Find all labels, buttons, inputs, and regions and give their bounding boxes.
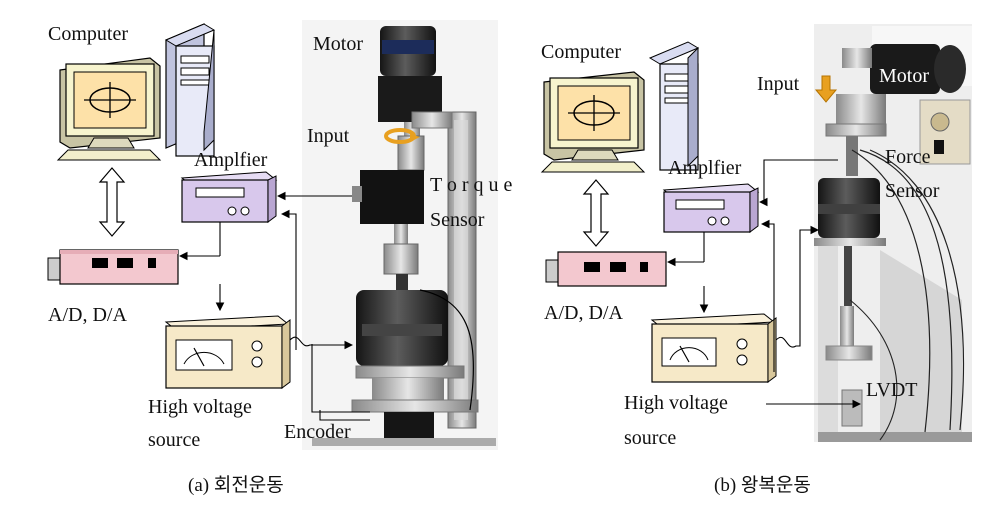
bidirectional-arrow-icon [582, 179, 610, 247]
torque-sensor-label-line1: T o r q u e [430, 174, 513, 196]
reciprocating-test-rig-photo [814, 24, 972, 442]
high-voltage-label-line1: High voltage [148, 396, 252, 418]
rotary-test-rig-photo [302, 20, 498, 450]
motor-label: Motor [879, 65, 929, 87]
bidirectional-arrow-icon [98, 167, 126, 237]
panel-a-wiring [178, 191, 370, 421]
panel-a: Computer Motor Input Amplfier T o r q u … [47, 20, 513, 496]
adda-label: A/D, D/A [544, 302, 623, 324]
input-label: Input [757, 73, 800, 95]
computer-tower-icon [648, 41, 700, 171]
torque-sensor-label-line2: Sensor [430, 209, 485, 231]
panel-b: Computer Input Motor Amplfier Force Sens… [540, 24, 972, 496]
lvdt-label: LVDT [866, 379, 917, 401]
amplifier-label: Amplfier [668, 157, 742, 179]
adda-label: A/D, D/A [48, 304, 127, 326]
amplifier-icon [180, 171, 278, 223]
computer-label: Computer [541, 41, 621, 63]
caption-b: (b) 왕복운동 [714, 474, 811, 496]
panel-b-wiring [666, 159, 862, 409]
input-label: Input [307, 125, 350, 147]
amplifier-label: Amplfier [194, 149, 268, 171]
force-sensor-label-line2: Sensor [885, 180, 940, 202]
caption-a: (a) 회전운동 [188, 474, 284, 496]
high-voltage-source-icon [650, 313, 777, 383]
high-voltage-label-line1: High voltage [624, 392, 728, 414]
daq-card-icon [47, 249, 179, 285]
computer-tower-icon [164, 23, 216, 157]
high-voltage-label-line2: source [624, 427, 676, 449]
computer-monitor-icon [56, 57, 162, 161]
encoder-label: Encoder [284, 421, 351, 443]
force-sensor-label-line1: Force [885, 146, 931, 168]
amplifier-icon [662, 183, 760, 233]
linear-input-arrow-icon [814, 75, 838, 103]
high-voltage-source-icon [164, 315, 291, 389]
motor-label: Motor [313, 33, 363, 55]
high-voltage-label-line2: source [148, 429, 200, 451]
computer-label: Computer [48, 23, 128, 45]
daq-card-icon [545, 251, 667, 287]
computer-monitor-icon [540, 71, 646, 173]
